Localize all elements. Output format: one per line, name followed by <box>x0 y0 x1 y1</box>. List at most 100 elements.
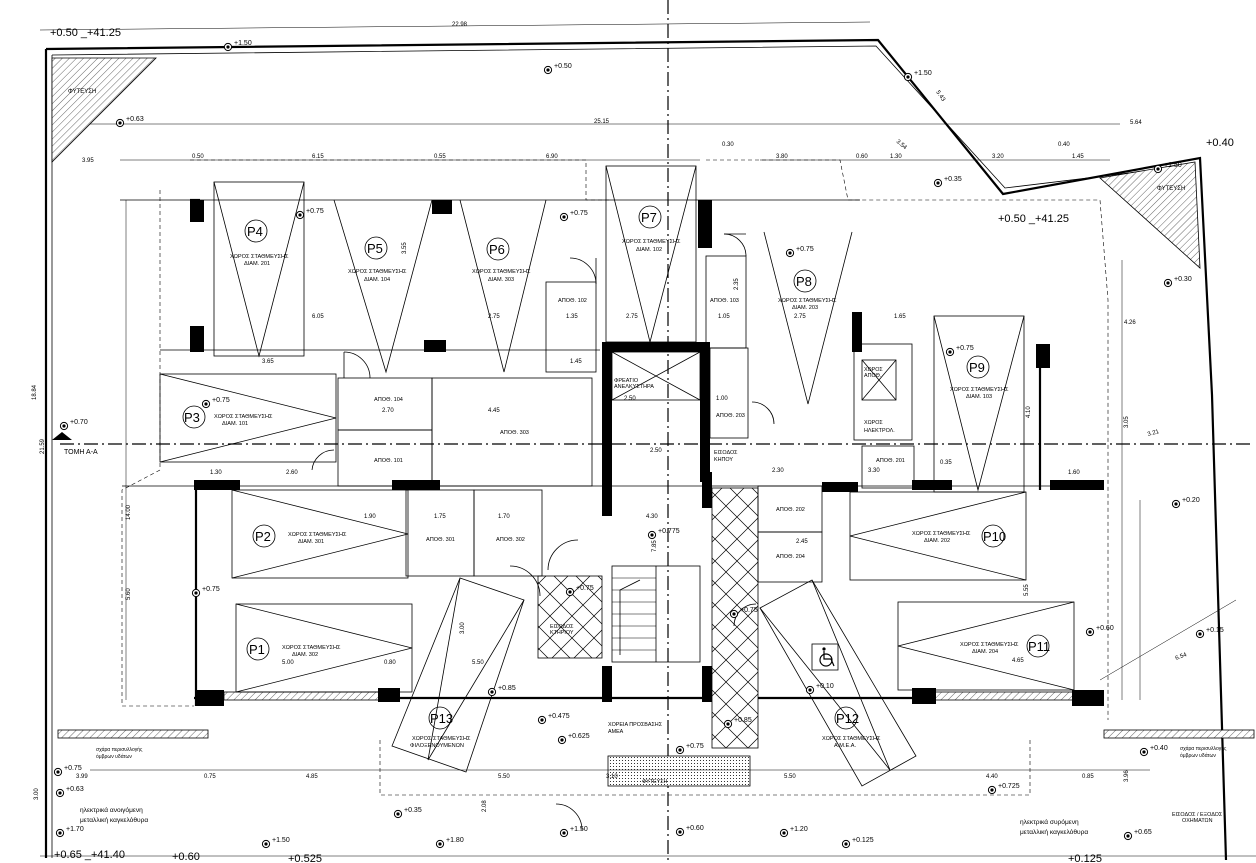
spot-level-marker: +0.75 <box>295 208 324 220</box>
dimension-label: 0.40 <box>1058 142 1070 148</box>
svg-text:P10: P10 <box>983 529 1006 544</box>
walls <box>57 198 1255 739</box>
spot-level-text: +1.50 <box>272 837 290 844</box>
svg-text:ΔΙΑΜ. 102: ΔΙΑΜ. 102 <box>636 247 662 253</box>
dimension-label: 4.26 <box>1124 320 1136 326</box>
svg-text:+0.125: +0.125 <box>1068 853 1102 863</box>
svg-text:ΧΩΡΟΣ: ΧΩΡΟΣ <box>864 367 883 373</box>
dimension-label: 6.15 <box>312 154 324 160</box>
spot-level-text: +0.63 <box>66 786 84 793</box>
spot-level-marker: +1.50 <box>223 40 252 52</box>
svg-text:ΑΠΟΘ. 203: ΑΠΟΘ. 203 <box>716 413 745 419</box>
dimension-label: 1.90 <box>364 514 376 520</box>
parking-bays <box>159 165 1075 787</box>
dimension-label: 14.00 <box>126 504 132 520</box>
lift-core: ΦΡΕΑΤΙΟ ΑΝΕΛΚΥΣΤΗΡΑ <box>602 342 710 482</box>
dimension-label: 7.85 <box>652 540 658 552</box>
spot-level-text: +1.50 <box>570 826 588 833</box>
dimension-label: 3.20 <box>992 154 1004 160</box>
dimension-label: 0.60 <box>856 154 868 160</box>
svg-text:ΟΧΗΜΑΤΩΝ: ΟΧΗΜΑΤΩΝ <box>1182 818 1213 824</box>
spot-level-marker: +0.475 <box>537 713 570 725</box>
spot-level-text: +0.75 <box>576 585 594 592</box>
spot-level-marker: +0.75 <box>53 765 82 777</box>
svg-text:ΑΠΟΘ. 301: ΑΠΟΘ. 301 <box>426 537 455 543</box>
dimension-label: 25.15 <box>594 119 610 125</box>
dimension-label: 2.45 <box>796 539 808 545</box>
spot-level-marker: +0.75 <box>945 345 974 357</box>
svg-text:ΤΟΜΗ Α-Α: ΤΟΜΗ Α-Α <box>64 449 98 456</box>
garden-bed <box>607 755 751 787</box>
svg-text:ΧΩΡΟΣ ΣΤΑΘΜΕΥΣΗΣ: ΧΩΡΟΣ ΣΤΑΘΜΕΥΣΗΣ <box>348 269 407 275</box>
spot-level-text: +0.50 <box>554 63 572 70</box>
svg-text:σχάρα περισυλλογής: σχάρα περισυλλογής <box>1180 745 1227 752</box>
spot-level-marker: +0.10 <box>805 683 834 695</box>
spot-level-marker: +1.70 <box>55 826 84 838</box>
spot-level-marker: +1.50 <box>559 826 588 838</box>
spot-level-text: +0.75 <box>796 246 814 253</box>
dimension-label: 3.05 <box>1124 416 1130 428</box>
svg-text:ΧΩΡΟΣ ΣΤΑΘΜΕΥΣΗΣ: ΧΩΡΟΣ ΣΤΑΘΜΕΥΣΗΣ <box>912 531 971 537</box>
svg-text:ΑΠΟΘ. 302: ΑΠΟΘ. 302 <box>496 537 525 543</box>
dimension-label: 2.75 <box>488 314 500 320</box>
dimension-label: 4.30 <box>646 514 658 520</box>
svg-text:ΧΩΡΟΣ ΣΤΑΘΜΕΥΣΗΣ: ΧΩΡΟΣ ΣΤΑΘΜΕΥΣΗΣ <box>214 414 273 420</box>
dimension-label: 3.30 <box>868 468 880 474</box>
spot-level-marker: +0.30 <box>1163 276 1192 288</box>
svg-text:ΧΩΡΟΣ ΣΤΑΘΜΕΥΣΗΣ: ΧΩΡΟΣ ΣΤΑΘΜΕΥΣΗΣ <box>822 736 881 742</box>
spot-level-text: +1.80 <box>446 837 464 844</box>
spot-level-text: +0.75 <box>740 607 758 614</box>
spot-level-marker: +0.63 <box>55 786 84 798</box>
doors <box>311 233 775 831</box>
dimension-label: 3.96 <box>1124 770 1130 782</box>
dimension-label: 4.40 <box>986 774 998 780</box>
spot-level-text: +0.725 <box>998 783 1020 790</box>
svg-text:ΦΥΤΕΥΣΗ: ΦΥΤΕΥΣΗ <box>68 89 96 95</box>
dimension-label: 1.30 <box>890 154 902 160</box>
svg-text:ΑΠΟΘ. 204: ΑΠΟΘ. 204 <box>776 554 805 560</box>
spot-level-text: +0.85 <box>734 717 752 724</box>
svg-text:ΔΙΑΜ. 201: ΔΙΑΜ. 201 <box>244 261 270 267</box>
svg-text:ΔΙΑΜ. 203: ΔΙΑΜ. 203 <box>792 305 818 311</box>
svg-text:ΧΩΡΟΣ ΣΤΑΘΜΕΥΣΗΣ: ΧΩΡΟΣ ΣΤΑΘΜΕΥΣΗΣ <box>950 387 1009 393</box>
dimension-label: 2.35 <box>734 278 740 290</box>
spot-level-marker: +0.75 <box>565 585 594 597</box>
dimension-label: 4.10 <box>1026 406 1032 418</box>
svg-text:+0.50 _+41.25: +0.50 _+41.25 <box>998 213 1069 225</box>
svg-text:όμβρων υδάτων: όμβρων υδάτων <box>1180 752 1216 759</box>
dimension-label: 3.10 <box>606 774 618 780</box>
dimension-label: 0.85 <box>1082 774 1094 780</box>
svg-text:ΧΩΡΟΣ ΣΤΑΘΜΕΥΣΗΣ: ΧΩΡΟΣ ΣΤΑΘΜΕΥΣΗΣ <box>778 298 837 304</box>
spot-level-text: +0.35 <box>944 176 962 183</box>
spot-level-marker: +0.15 <box>1195 627 1224 639</box>
svg-text:+0.525: +0.525 <box>288 853 322 863</box>
svg-text:ΚΤΗΡΙΟΥ: ΚΤΗΡΙΟΥ <box>550 630 574 636</box>
dimension-label: 1.65 <box>894 314 906 320</box>
wheelchair-icon <box>811 643 839 671</box>
spot-level-text: +0.63 <box>126 116 144 123</box>
svg-text:ΑΠΟΘ. 102: ΑΠΟΘ. 102 <box>558 298 587 304</box>
spot-level-marker: +0.85 <box>487 685 516 697</box>
dimension-label: 2.75 <box>794 314 806 320</box>
dimension-label: 1.35 <box>566 314 578 320</box>
spot-level-text: +0.70 <box>70 419 88 426</box>
spot-level-text: +0.20 <box>1182 497 1200 504</box>
spot-level-marker: +0.63 <box>115 116 144 128</box>
plot-boundary <box>44 38 1228 861</box>
dimension-label: 1.05 <box>718 314 730 320</box>
spot-level-text: +0.65 <box>1134 829 1152 836</box>
spot-level-marker: +1.20 <box>779 826 808 838</box>
dimension-label: 3.65 <box>262 359 274 365</box>
dimension-label: 0.50 <box>192 154 204 160</box>
spot-level-text: +0.75 <box>306 208 324 215</box>
dimension-label: 3.99 <box>76 774 88 780</box>
dimension-label: 21.59 <box>40 438 46 454</box>
spot-level-text: +0.75 <box>570 210 588 217</box>
spot-level-marker: +1.80 <box>435 837 464 849</box>
spot-level-marker: +0.75 <box>785 246 814 258</box>
